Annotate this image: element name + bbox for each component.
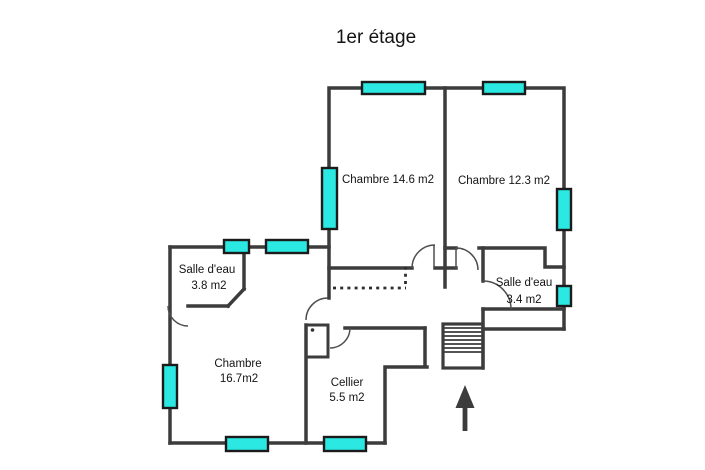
window [161, 363, 179, 410]
wall-cellier-notch [383, 326, 429, 445]
door-arc-salledeau34 [482, 280, 512, 310]
window [322, 435, 368, 453]
windows [161, 80, 573, 453]
door-arc-chambre123 [455, 247, 479, 271]
window [555, 187, 573, 232]
stair-treads [443, 327, 483, 353]
door-arc-cellier [329, 327, 351, 349]
wall-chambre123-bottom-right [477, 246, 566, 269]
room-label-cellier-area: 5.5 m2 [329, 392, 364, 404]
stairs-outline [441, 322, 485, 370]
duct-dot [310, 328, 315, 332]
page-title: 1er étage [336, 27, 416, 48]
room-label-salledeau-38-area: 3.8 m2 [191, 280, 226, 292]
wall-salledeau38-diagonal [225, 286, 247, 309]
room-label-chambre-167-area: 16.7m2 [220, 373, 258, 385]
up-arrow-icon [455, 385, 475, 431]
window [481, 80, 527, 96]
stairs [441, 322, 485, 370]
window [320, 166, 339, 231]
door-arc-chambre146 [411, 244, 436, 269]
room-label-cellier-name: Cellier [331, 377, 364, 389]
window [224, 435, 270, 453]
duct-box [304, 323, 330, 359]
room-label-chambre-167-name: Chambre [214, 358, 261, 370]
door-arc-salledeau38 [167, 305, 189, 327]
room-label-salledeau-34-area: 3.4 m2 [506, 294, 541, 306]
room-label-chambre-123: Chambre 12.3 m2 [458, 175, 550, 187]
room-label-salledeau-38-name: Salle d'eau [179, 264, 236, 276]
dotted-boundary [333, 264, 407, 290]
door-arc-chambre167 [305, 297, 329, 321]
window [360, 80, 427, 96]
doors [167, 244, 512, 349]
window [555, 284, 573, 308]
window [264, 238, 310, 255]
room-label-chambre-146: Chambre 14.6 m2 [342, 174, 434, 186]
room-label-salledeau-34-name: Salle d'eau [496, 277, 553, 289]
window [222, 238, 251, 255]
